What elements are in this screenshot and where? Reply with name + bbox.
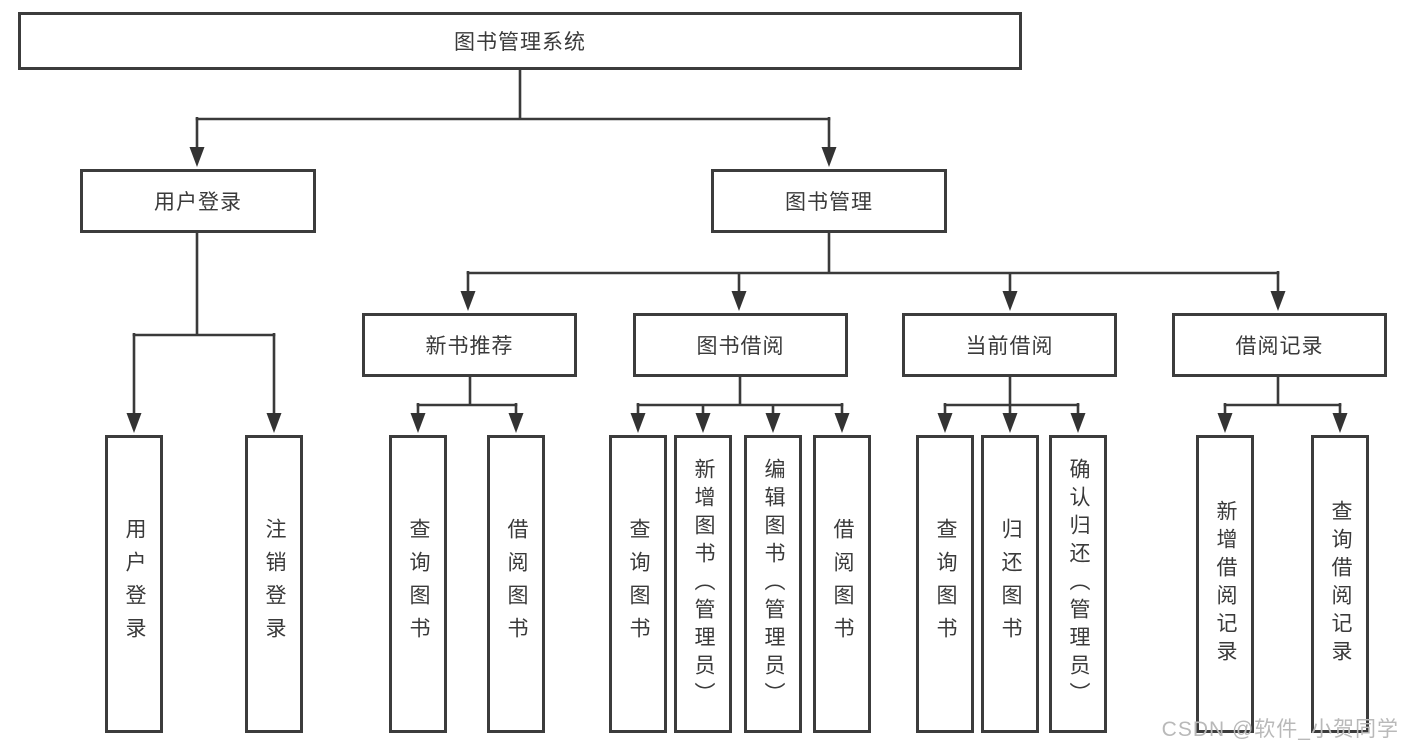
leaf-user-login: 用户登录 (105, 435, 163, 733)
node-book-management: 图书管理 (711, 169, 947, 233)
node-book-borrow: 图书借阅 (633, 313, 848, 377)
leaf-query-borrow-record: 查询借阅记录 (1311, 435, 1369, 733)
csdn-watermark: CSDN @软件_小贺同学 (1161, 718, 1399, 741)
leaf-borrow-books-recommend: 借阅图书 (487, 435, 545, 733)
leaf-add-books-admin: 新增图书（管理员） (674, 435, 732, 733)
leaf-confirm-return-admin: 确认归还（管理员） (1049, 435, 1107, 733)
node-new-book-recommend: 新书推荐 (362, 313, 577, 377)
node-library-management-system: 图书管理系统 (18, 12, 1022, 70)
node-current-borrow: 当前借阅 (902, 313, 1117, 377)
leaf-edit-books-admin: 编辑图书（管理员） (744, 435, 802, 733)
leaf-add-borrow-record: 新增借阅记录 (1196, 435, 1254, 733)
leaf-borrow-books: 借阅图书 (813, 435, 871, 733)
leaf-query-books-recommend: 查询图书 (389, 435, 447, 733)
leaf-query-books-current: 查询图书 (916, 435, 974, 733)
node-user-login: 用户登录 (80, 169, 316, 233)
leaf-logout: 注销登录 (245, 435, 303, 733)
leaf-return-books: 归还图书 (981, 435, 1039, 733)
node-borrow-record: 借阅记录 (1172, 313, 1387, 377)
leaf-query-books-borrow: 查询图书 (609, 435, 667, 733)
